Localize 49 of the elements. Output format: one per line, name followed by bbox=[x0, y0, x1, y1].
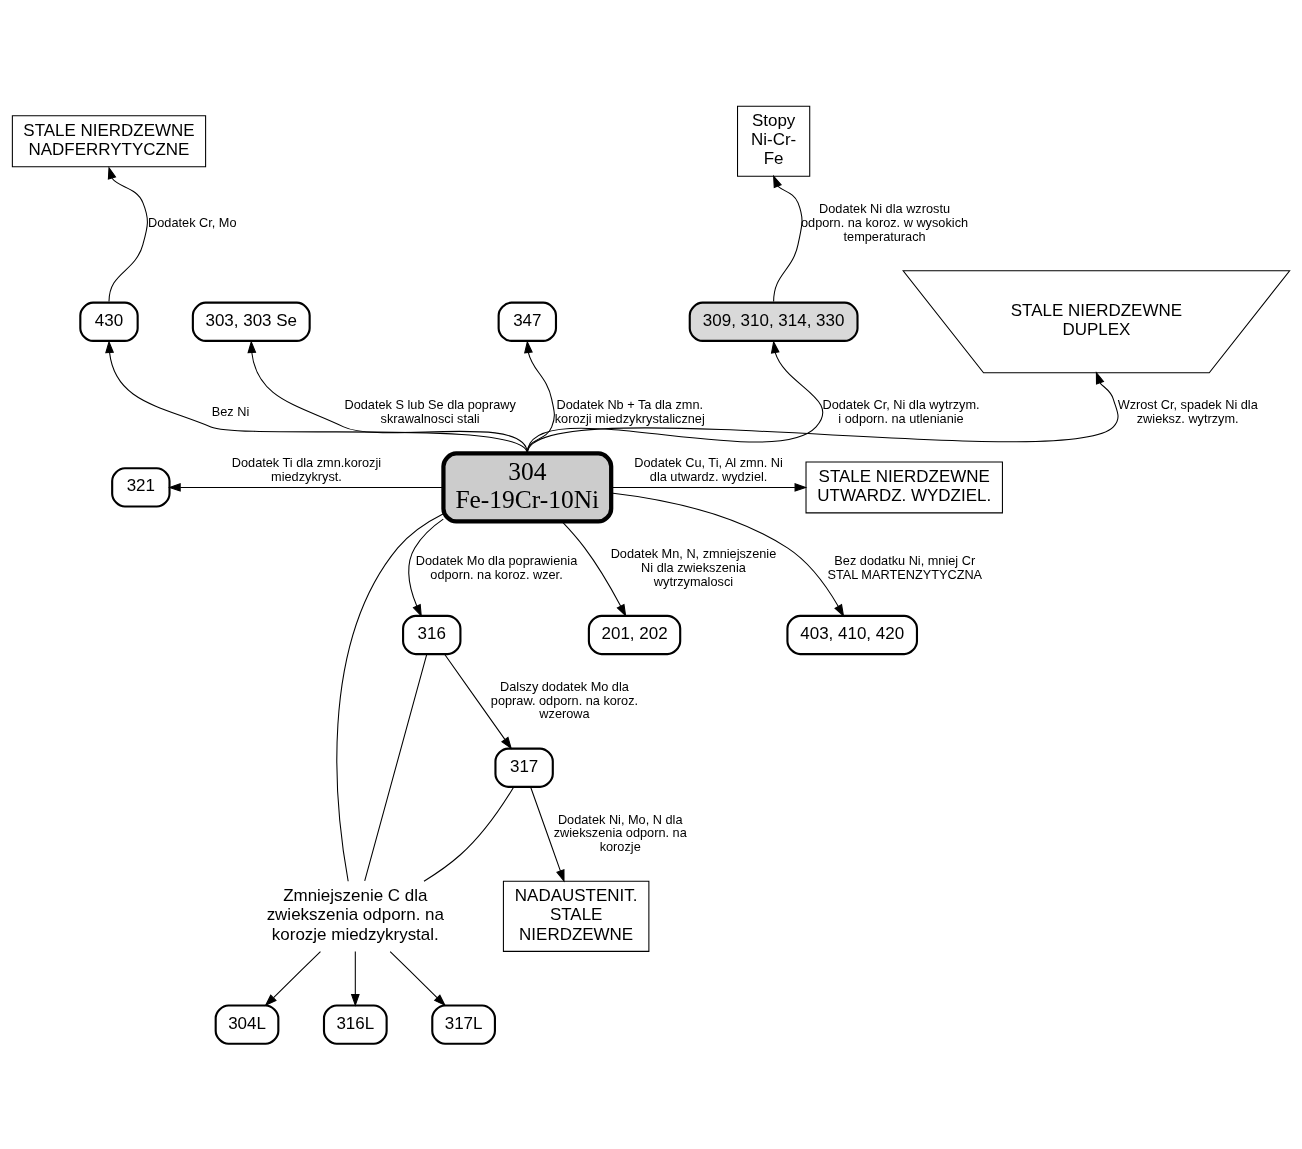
node-box: 309, 310, 314, 330 bbox=[688, 301, 859, 342]
arrow bbox=[107, 165, 148, 302]
edge-label: Dodatek Cr, Ni dla wytrzym. i odporn. na utlenianie bbox=[822, 396, 980, 426]
arrow bbox=[773, 174, 803, 302]
arrow bbox=[530, 786, 565, 883]
arrow bbox=[561, 520, 627, 617]
node-box: 347 bbox=[497, 301, 558, 342]
arrow bbox=[167, 482, 444, 492]
arrow bbox=[350, 950, 360, 1007]
node-box: 430 bbox=[79, 301, 139, 342]
arrow bbox=[610, 482, 808, 492]
edge-label: Wzrost Cr, spadek Ni dla zwieksz. wytrzym. bbox=[1117, 396, 1258, 426]
node-box: 321 bbox=[111, 466, 171, 508]
arrow bbox=[610, 491, 845, 617]
edge-label: Dodatek Mo dla poprawienia odporn. na koroz. wzer. bbox=[415, 552, 578, 582]
node-box: 316 bbox=[402, 614, 462, 655]
edge-label: Dodatek S lub Se dla poprawy skrawalnosci stali bbox=[344, 396, 516, 426]
node-box: 316L bbox=[322, 1003, 388, 1045]
node-box: STALE NIERDZEWNE UTWARDZ. WYDZIEL. bbox=[805, 460, 1003, 513]
arrow bbox=[408, 518, 444, 617]
edge-label: Dodatek Ni dla wzrostu odporn. na koroz. w wysokich temperaturach bbox=[801, 200, 969, 244]
node-box: 403, 410, 420 bbox=[786, 614, 918, 655]
node-box: 304L bbox=[214, 1003, 280, 1045]
edge-label: Dodatek Cr, Mo bbox=[148, 214, 237, 230]
edge-label: Dodatek Ni, Mo, N dla zwiekszenia odporn. na korozje bbox=[553, 811, 687, 854]
edge-label: Bez Ni bbox=[211, 403, 250, 419]
connector bbox=[336, 512, 444, 882]
node-box: 303, 303 Se bbox=[191, 301, 311, 342]
arrow bbox=[526, 370, 1119, 454]
edge-label: Dodatek Ti dla zmn.korozji miedzykryst. bbox=[231, 454, 382, 484]
node-box: 317 bbox=[494, 747, 554, 788]
arrow bbox=[444, 653, 513, 750]
edge-label: Dodatek Cu, Ti, Al zmn. Ni dla utwardz. wydziel. bbox=[634, 454, 783, 484]
node-text: Zmniejszenie C dla zwiekszenia odporn. na korozje miedzykrystal. bbox=[266, 885, 444, 943]
edge-label: Bez dodatku Ni, mniej Cr STAL MARTENZYTYCZNA bbox=[827, 552, 983, 582]
node-box: 304 Fe-19Cr-10Ni bbox=[441, 450, 614, 523]
node-box: Stopy Ni-Cr-Fe bbox=[737, 105, 811, 177]
node-box: NADAUSTENIT. STALE NIERDZEWNE bbox=[502, 880, 650, 952]
connector bbox=[364, 653, 428, 881]
arrow bbox=[264, 950, 321, 1006]
node-box: 201, 202 bbox=[587, 614, 682, 655]
connector bbox=[423, 785, 515, 882]
arrow bbox=[105, 339, 528, 454]
edge-label: Dalszy dodatek Mo dla popraw. odporn. na koroz. wzerowa bbox=[490, 678, 639, 721]
arrow bbox=[389, 950, 447, 1006]
edge-label: Dodatek Mn, N, zmniejszenie Ni dla zwiekszenia wytrzymalosci bbox=[610, 545, 777, 589]
edge-label: Dodatek Nb + Ta dla zmn. korozji miedzykrystalicznej bbox=[554, 396, 705, 426]
node-box: 317L bbox=[431, 1003, 496, 1045]
node-box: STALE NIERDZEWNE NADFERRYTYCZNE bbox=[11, 114, 207, 167]
